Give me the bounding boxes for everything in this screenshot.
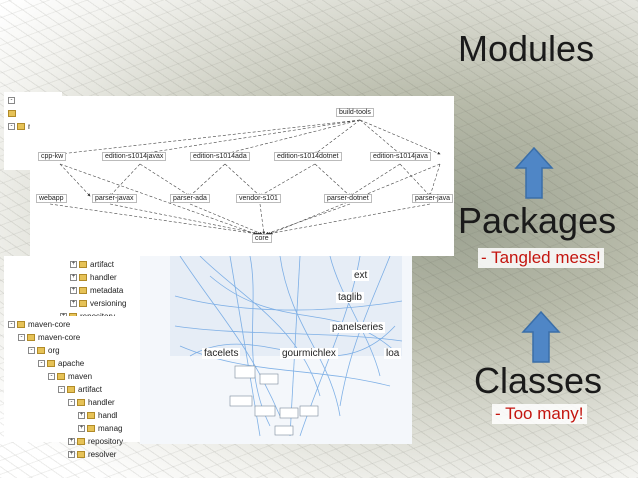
- folder-icon: [17, 123, 25, 131]
- tree-row: [8, 107, 43, 120]
- collapse-icon[interactable]: -: [8, 123, 15, 131]
- folder-icon: [67, 386, 75, 394]
- folder-icon: [77, 399, 85, 407]
- folder-icon: [17, 321, 25, 329]
- collapse-icon[interactable]: -: [8, 97, 15, 105]
- expand-icon[interactable]: +: [70, 274, 77, 282]
- tree-label: artifact: [78, 385, 103, 394]
- package-graph: [170, 256, 403, 437]
- pkg-taglib[interactable]: taglib: [336, 292, 364, 303]
- node-parser-java[interactable]: parser-java: [412, 194, 454, 203]
- folder-icon: [77, 451, 85, 459]
- folder-icon: [57, 373, 65, 381]
- tree-label: artifact: [90, 260, 115, 269]
- packages-note: - Tangled mess!: [478, 248, 604, 268]
- pkg-loa[interactable]: loa: [384, 348, 402, 359]
- tree-row[interactable]: + handl: [8, 409, 123, 422]
- expand-icon[interactable]: +: [68, 438, 75, 446]
- folder-icon: [37, 347, 45, 355]
- node-parser-ada[interactable]: parser-ada: [170, 194, 210, 203]
- node-build-tools[interactable]: build-tools: [336, 108, 374, 117]
- tree-label: manag: [98, 424, 123, 433]
- tree-row[interactable]: - maven: [8, 370, 123, 383]
- expand-icon[interactable]: +: [68, 451, 75, 459]
- collapse-icon[interactable]: -: [58, 386, 65, 394]
- folder-icon: [77, 438, 85, 446]
- tree-row[interactable]: - handler: [8, 396, 123, 409]
- folder-icon: [27, 334, 35, 342]
- tree-row[interactable]: + handler: [70, 271, 126, 284]
- node-cpp-kw[interactable]: cpp-kw: [38, 152, 67, 161]
- tree-label: versioning: [90, 299, 127, 308]
- pkg-ext[interactable]: ext: [352, 270, 370, 281]
- module-graph-panel: build-tools cpp-kw edition-s1014javax ed…: [30, 96, 454, 256]
- tree-label: maven: [68, 372, 93, 381]
- node-core[interactable]: core: [252, 234, 272, 243]
- tree-row[interactable]: - maven-core: [8, 331, 123, 344]
- tree-label: handler: [88, 398, 115, 407]
- tree-row[interactable]: - artifact: [8, 383, 123, 396]
- node-vendor[interactable]: vendor-s101: [236, 194, 281, 203]
- tree-row[interactable]: + versioning: [70, 297, 126, 310]
- expand-icon[interactable]: +: [78, 425, 85, 433]
- collapse-icon[interactable]: -: [28, 347, 35, 355]
- node-webapp[interactable]: webapp: [36, 194, 67, 203]
- pkg-gourmichlex[interactable]: gourmichlex: [280, 348, 338, 359]
- module-graph: [49, 119, 441, 236]
- node-parser-javax[interactable]: parser-javax: [92, 194, 137, 203]
- folder-icon: [87, 425, 95, 433]
- tree-row[interactable]: + repository: [8, 435, 123, 448]
- up-arrow-icon: [521, 310, 561, 363]
- modules-heading: Modules: [458, 28, 595, 69]
- tree-label: org: [48, 346, 60, 355]
- tree-row: -: [8, 94, 43, 107]
- node-edition-ada[interactable]: edition-s1014ada: [190, 152, 250, 161]
- tree-row[interactable]: - org: [8, 344, 123, 357]
- tree-label: handl: [98, 411, 118, 420]
- folder-icon: [79, 274, 87, 282]
- expand-icon[interactable]: +: [78, 412, 85, 420]
- tree-row[interactable]: + metadata: [70, 284, 126, 297]
- folder-icon: [8, 110, 16, 118]
- collapse-icon[interactable]: -: [18, 334, 25, 342]
- collapse-icon[interactable]: -: [8, 321, 15, 329]
- node-edition-dotnet[interactable]: edition-s1014dotnet: [274, 152, 342, 161]
- tree-row[interactable]: + manag: [8, 422, 123, 435]
- classes-heading: Classes: [474, 360, 603, 401]
- collapse-icon[interactable]: -: [38, 360, 45, 368]
- folder-icon: [47, 360, 55, 368]
- expand-icon[interactable]: +: [70, 287, 77, 295]
- class-graph-panel: ext taglib panelseries facelets gourmich…: [140, 256, 412, 444]
- tree-row[interactable]: - maven-core: [8, 318, 123, 331]
- tree-label: apache: [58, 359, 85, 368]
- node-edition-javax[interactable]: edition-s1014javax: [102, 152, 167, 161]
- classes-note: - Too many!: [492, 404, 587, 424]
- expand-icon[interactable]: +: [70, 261, 77, 269]
- collapse-icon[interactable]: -: [68, 399, 75, 407]
- bottom-tree-panel: -maven-core -maven-core -org -apache -ma…: [4, 316, 140, 459]
- tree-label: maven-core: [38, 333, 81, 342]
- tree-row[interactable]: + artifact: [70, 258, 126, 271]
- folder-icon: [79, 261, 87, 269]
- up-arrow-icon: [514, 146, 554, 199]
- tree-label: repository: [88, 437, 124, 446]
- tree-label: maven-core: [28, 320, 71, 329]
- collapse-icon[interactable]: -: [48, 373, 55, 381]
- tree-row[interactable]: - apache: [8, 357, 123, 370]
- folder-icon: [87, 412, 95, 420]
- folder-icon: [79, 300, 87, 308]
- tree-label: resolver: [88, 450, 117, 459]
- pkg-facelets[interactable]: facelets: [202, 348, 241, 359]
- tree-label: handler: [90, 273, 117, 282]
- folder-icon: [79, 287, 87, 295]
- expand-icon[interactable]: +: [70, 300, 77, 308]
- pkg-panelseries[interactable]: panelseries: [330, 322, 386, 333]
- packages-heading: Packages: [458, 200, 617, 241]
- node-parser-dotnet[interactable]: parser-dotnet: [324, 194, 372, 203]
- mid-tree-panel: + artifact + handler + metadata + versioning…: [4, 256, 152, 321]
- node-edition-java[interactable]: edition-s1014java: [370, 152, 431, 161]
- tree-row[interactable]: + resolver: [8, 448, 123, 461]
- tree-label: metadata: [90, 286, 124, 295]
